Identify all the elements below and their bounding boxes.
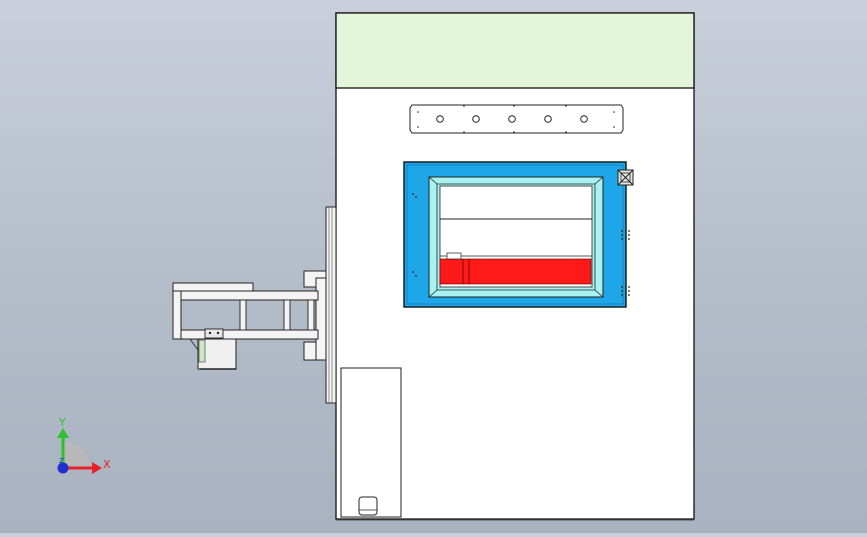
- hole: [508, 115, 516, 123]
- arm-clamp: [204, 328, 224, 339]
- hole: [580, 115, 588, 123]
- arm-beam-bottom: [172, 329, 319, 340]
- hole: [544, 115, 552, 123]
- hole: [436, 115, 444, 123]
- connector-strip[interactable]: [409, 104, 624, 134]
- arm-end-post: [172, 290, 182, 340]
- door-panel: [340, 367, 402, 518]
- window-bracket[interactable]: [617, 169, 634, 186]
- strip-dots: [417, 105, 615, 133]
- window-inner-edge: [406, 164, 624, 305]
- top-panel: [335, 12, 695, 89]
- arm-top-plate: [172, 282, 254, 292]
- z-axis-label: Z: [59, 457, 64, 465]
- gripper-accent: [198, 339, 206, 363]
- red-bar: [439, 258, 592, 285]
- y-axis-label: Y: [58, 416, 66, 429]
- x-axis-label: X: [103, 458, 111, 471]
- arm-posts: [239, 299, 315, 331]
- bevel-corners: [428, 176, 604, 298]
- arm-column: [315, 277, 327, 361]
- rotation-arc-icon: [63, 441, 90, 468]
- red-bar-tab: [446, 252, 462, 260]
- connector-holes: [436, 115, 588, 123]
- arm-beam-top: [172, 290, 319, 301]
- rail-bar: [325, 206, 337, 404]
- side-mount-rail[interactable]: [325, 206, 337, 404]
- access-door[interactable]: [340, 367, 402, 518]
- window-marks: [412, 193, 630, 296]
- hole: [472, 115, 480, 123]
- z-axis-icon: [57, 462, 69, 474]
- connector-plate: [409, 104, 624, 134]
- robot-arm[interactable]: [172, 270, 327, 370]
- door-handle[interactable]: [358, 496, 378, 516]
- viewing-window[interactable]: [403, 161, 630, 308]
- coordinate-triad: Y X Z: [57, 416, 111, 474]
